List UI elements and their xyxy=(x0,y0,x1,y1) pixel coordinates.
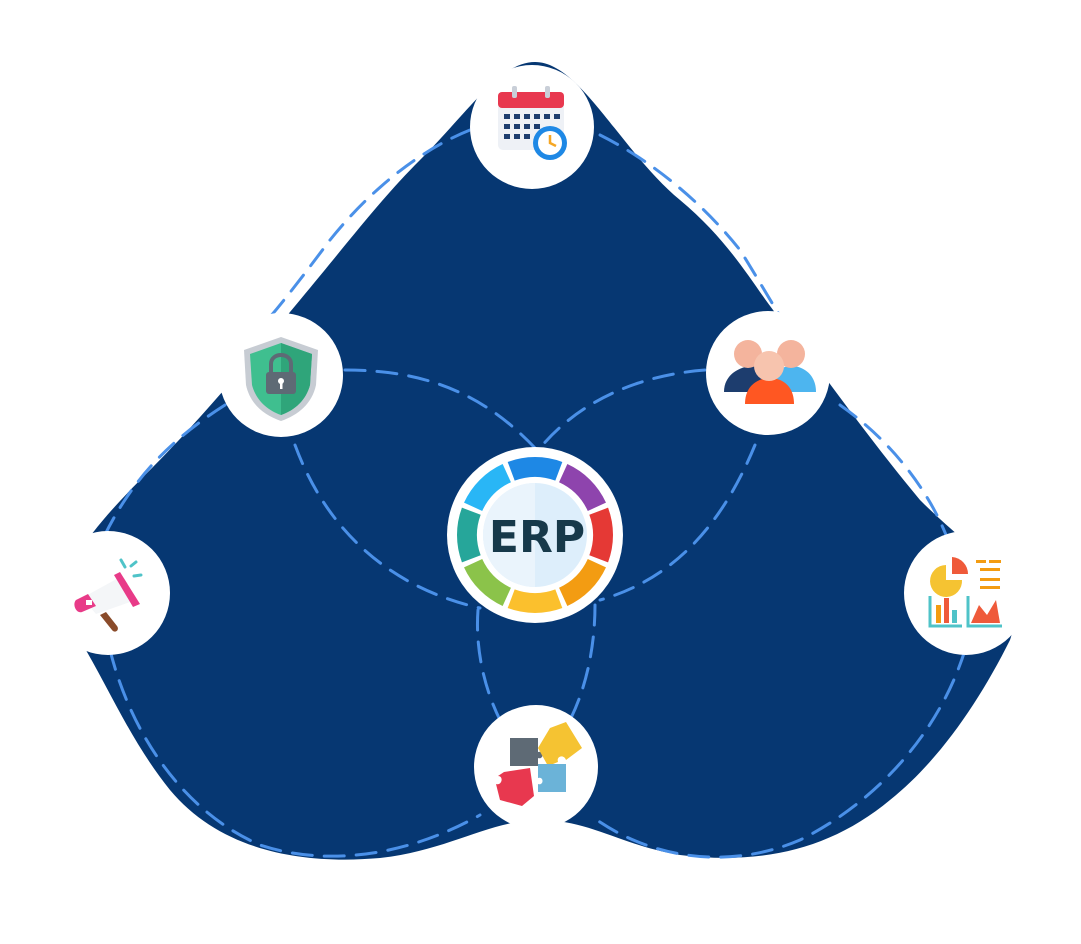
erp-label: ERP xyxy=(489,512,585,563)
outer-dashed-contour-right xyxy=(838,403,952,547)
inner-line-team-bottom xyxy=(598,443,757,602)
charts-report-icon xyxy=(928,557,1002,628)
erp-wheel-segment xyxy=(464,464,511,511)
node-security[interactable] xyxy=(219,313,343,437)
inner-line-team-center xyxy=(538,368,707,450)
erp-wheel-segment xyxy=(589,507,614,563)
erp-wheel-segment xyxy=(559,464,606,511)
outer-dashed-contour-bottom-right xyxy=(588,648,967,859)
outer-dashed-contour-right-top xyxy=(598,133,792,332)
inner-line-security-bottom xyxy=(293,443,482,610)
erp-wheel-segment xyxy=(507,457,563,481)
inner-line-center-puzzle-left xyxy=(475,608,502,722)
node-team[interactable] xyxy=(706,311,830,435)
erp-wheel-segments xyxy=(457,457,614,614)
calendar-clock-icon xyxy=(498,86,567,160)
outer-dashed-contour-bottom-left xyxy=(108,648,482,858)
megaphone-icon xyxy=(74,558,143,632)
erp-wheel-icon: ERP xyxy=(457,457,614,614)
outer-dashed-contour-left xyxy=(98,403,227,547)
node-marketing[interactable] xyxy=(46,531,170,655)
puzzle-pieces-icon xyxy=(496,722,582,806)
shield-lock-icon xyxy=(244,337,318,421)
erp-wheel-segment xyxy=(457,507,481,563)
inner-line-center-puzzle-right xyxy=(568,603,597,722)
node-calendar[interactable] xyxy=(470,65,594,189)
node-integration[interactable] xyxy=(474,705,598,829)
inner-line-security-center xyxy=(343,368,537,450)
erp-wheel-segment xyxy=(464,559,511,606)
erp-wheel-segment xyxy=(507,589,563,614)
node-erp-center[interactable]: ERP xyxy=(447,447,623,623)
dashed-connections xyxy=(98,128,967,859)
people-group-icon xyxy=(724,340,816,404)
erp-wheel-segment xyxy=(559,559,606,606)
node-analytics[interactable] xyxy=(904,531,1028,655)
